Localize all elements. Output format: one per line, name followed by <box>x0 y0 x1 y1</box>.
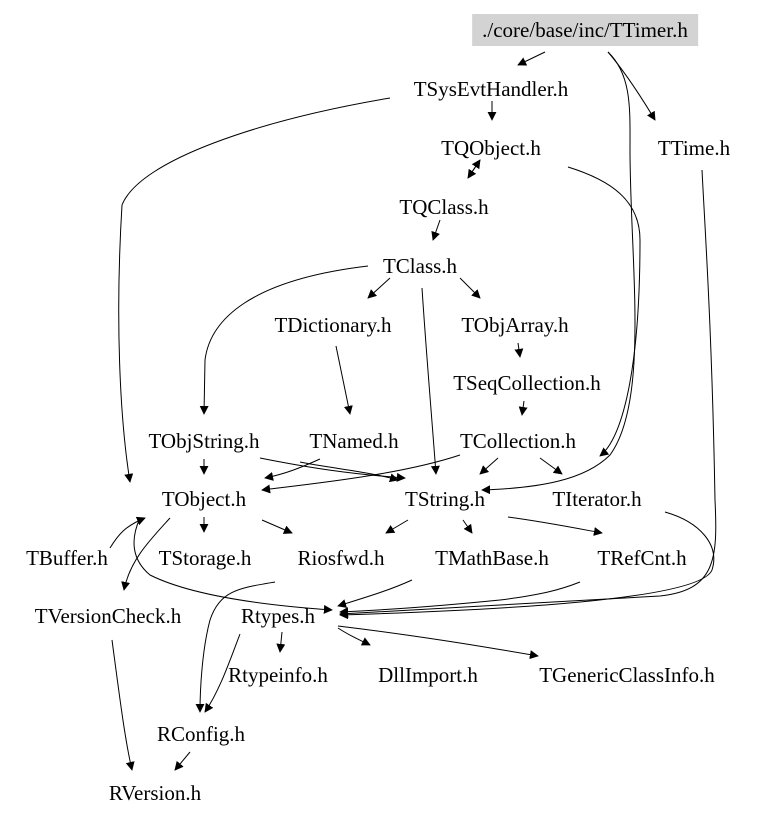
node-titerator[interactable]: TIterator.h <box>552 487 642 511</box>
node-trefcnt[interactable]: TRefCnt.h <box>597 546 687 570</box>
edge-tobjarray-to-tseqcollection <box>514 342 524 358</box>
edge-tcollection-to-tobject <box>261 454 461 494</box>
edge-tdictionary-to-tnamed <box>335 345 353 415</box>
edge-tseqcollection-to-tcollection <box>518 400 528 416</box>
edge-rconfig-to-rversion <box>174 751 191 771</box>
edge-rtypes-to-rtypeinfo <box>276 631 286 653</box>
edge-ttimer-to-tsysevthandler <box>517 51 546 66</box>
edge-tstorage-to-rconfig <box>195 581 276 713</box>
node-tbuffer[interactable]: TBuffer.h <box>26 546 108 570</box>
edge-tstring-to-tmathbase <box>462 519 473 534</box>
edge-ttimer-to-tstring <box>481 51 636 495</box>
edge-tclass-to-tobjstring <box>199 265 369 415</box>
edge-titerator-to-rtypes <box>339 511 715 620</box>
node-tobjarray[interactable]: TObjArray.h <box>461 313 569 337</box>
edge-tqobject-to-tstring <box>567 166 641 457</box>
node-tstring[interactable]: TString.h <box>405 487 485 511</box>
edge-tnamed-to-tstring <box>299 461 399 483</box>
node-rtypeinfo[interactable]: Rtypeinfo.h <box>228 663 328 687</box>
edge-tclass-to-tdictionary <box>367 277 391 299</box>
edge-tobject-to-tversioncheck <box>121 517 171 591</box>
node-tdictionary[interactable]: TDictionary.h <box>274 313 392 337</box>
edge-trefcnt-to-rtypes <box>339 581 581 617</box>
node-rversion[interactable]: RVersion.h <box>108 781 202 805</box>
edge-tmathbase-to-rtypes <box>337 579 413 608</box>
edge-rtypes-to-rconfig <box>204 633 241 713</box>
edge-tcollection-to-tstring <box>479 457 499 475</box>
node-tsysevthandler[interactable]: TSysEvtHandler.h <box>413 77 569 101</box>
edge-tbuffer-to-tobject <box>109 516 146 549</box>
edge-ttime-to-rtypes <box>339 169 717 618</box>
edge-tclass-to-tstring <box>421 287 440 475</box>
edge-tversioncheck-to-rversion <box>111 639 135 771</box>
edge-rtypes-to-dllimport <box>337 627 371 646</box>
edge-rtypes-to-tgenericclassinfo <box>337 625 539 660</box>
node-tqobject[interactable]: TQObject.h <box>441 136 541 160</box>
edge-ttimer-to-ttime <box>607 51 656 121</box>
edge-tobject-to-riosfwd <box>261 519 293 534</box>
node-tmathbase[interactable]: TMathBase.h <box>435 546 549 570</box>
edge-tobject-to-rtypes <box>133 517 333 614</box>
node-tcollection[interactable]: TCollection.h <box>459 429 577 453</box>
node-tseqcollection[interactable]: TSeqCollection.h <box>453 371 601 395</box>
node-ttimer[interactable]: ./core/base/inc/TTimer.h <box>472 14 698 46</box>
edge-tstring-to-trefcnt <box>507 516 603 536</box>
node-tobject[interactable]: TObject.h <box>161 487 247 511</box>
node-rconfig[interactable]: RConfig.h <box>156 722 246 746</box>
node-tgenericclassinfo[interactable]: TGenericClassInfo.h <box>539 663 715 687</box>
node-tnamed[interactable]: TNamed.h <box>309 429 399 453</box>
node-rtypes[interactable]: Rtypes.h <box>240 604 316 628</box>
edge-tqclass-to-tclass <box>431 219 441 241</box>
edge-tclass-to-tobjarray <box>459 277 481 299</box>
node-ttime[interactable]: TTime.h <box>657 136 731 160</box>
edge-tsysevthandler-to-tobject <box>118 97 391 483</box>
edge-tstring-to-riosfwd <box>385 519 409 534</box>
node-dllimport[interactable]: DllImport.h <box>378 663 478 687</box>
edge-tqclass-to-tqobject <box>467 159 481 179</box>
edge-tobjstring-to-tstring <box>259 457 406 482</box>
node-tqclass[interactable]: TQClass.h <box>399 195 489 219</box>
node-tclass[interactable]: TClass.h <box>382 254 458 278</box>
edge-tnamed-to-tobject <box>264 458 321 481</box>
node-tstorage[interactable]: TStorage.h <box>158 546 252 570</box>
edge-tcollection-to-titerator <box>539 457 563 475</box>
node-tversioncheck[interactable]: TVersionCheck.h <box>34 604 182 628</box>
node-tobjstring[interactable]: TObjString.h <box>148 429 260 453</box>
node-riosfwd[interactable]: Riosfwd.h <box>297 546 385 570</box>
